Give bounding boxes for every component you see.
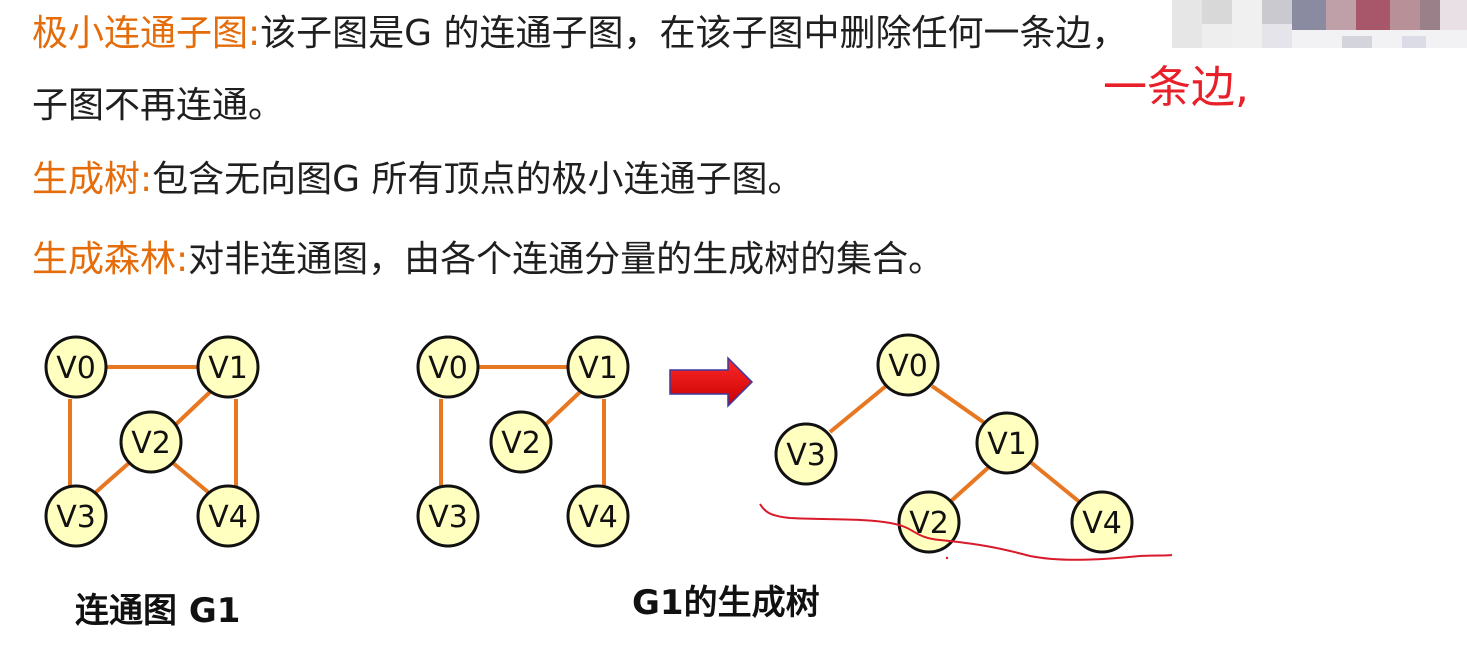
vertex-label: V2	[909, 506, 949, 541]
vertex-v2-icon: V2	[489, 410, 553, 474]
vertex-label: V1	[208, 351, 248, 386]
vertex-v3-icon: V3	[774, 422, 838, 486]
term-label: 生成森林	[32, 239, 177, 280]
handwritten-underline	[759, 503, 1173, 561]
pixelated-overlay	[1172, 0, 1467, 48]
graph3-edges	[828, 384, 1084, 506]
definition-text: 包含无向图G 所有顶点的极小连通子图。	[152, 159, 804, 200]
graph2-vertices: V0 V1 V2 V3 V4	[416, 335, 630, 548]
graph3-vertices: V0 V3 V1 V2 V4	[774, 333, 1134, 554]
edge-v1-v2	[540, 390, 582, 430]
definition-spanning-forest: 生成森林:对非连通图，由各个连通分量的生成树的集合。	[32, 238, 944, 282]
edge-v1-v4	[1026, 458, 1084, 506]
vertex-v3-icon: V3	[416, 484, 480, 548]
term-label: 极小连通子图	[32, 13, 249, 54]
definition-text: 该子图是G 的连通子图，在该子图中删除任何一条边，	[260, 13, 1128, 54]
vertex-v1-icon: V1	[975, 411, 1039, 475]
vertex-label: V2	[501, 426, 541, 461]
vertex-label: V2	[131, 426, 171, 461]
definition-minimal-connected-subgraph: 极小连通子图:该子图是G 的连通子图，在该子图中删除任何一条边，	[32, 12, 1128, 56]
edge-v1-v2	[170, 390, 212, 430]
vertex-label: V4	[1082, 506, 1122, 541]
definition-text: 对非连通图，由各个连通分量的生成树的集合。	[188, 239, 945, 280]
vertex-v4-icon: V4	[196, 484, 260, 548]
vertex-v1-icon: V1	[196, 335, 260, 399]
graph1-vertices: V0 V1 V2 V3 V4	[44, 335, 260, 548]
vertex-v1-icon: V1	[566, 335, 630, 399]
caption-graph1: 连通图 G1	[75, 591, 241, 631]
vertex-label: V3	[786, 438, 826, 473]
vertex-v0-icon: V0	[416, 335, 480, 399]
handwritten-annotation: 一条边,	[1103, 62, 1249, 113]
edge-v1-v2	[948, 464, 992, 504]
definition-spanning-tree: 生成树:包含无向图G 所有顶点的极小连通子图。	[32, 158, 804, 202]
vertex-label: V0	[56, 351, 96, 386]
right-arrow-icon	[669, 356, 754, 408]
vertex-label: V4	[208, 500, 248, 535]
edge-v2-v4	[171, 461, 210, 494]
vertex-label: V0	[428, 351, 468, 386]
vertex-v4-icon: V4	[566, 484, 630, 548]
vertex-label: V1	[987, 427, 1027, 462]
vertex-label: V0	[888, 349, 928, 384]
vertex-label: V3	[56, 500, 96, 535]
vertex-label: V1	[578, 351, 618, 386]
term-separator: :	[176, 239, 189, 280]
term-separator: :	[248, 13, 261, 54]
term-label: 生成树	[32, 159, 141, 200]
vertex-v0-icon: V0	[44, 335, 108, 399]
definition-continuation: 子图不再连通。	[32, 84, 284, 128]
vertex-label: V4	[578, 500, 618, 535]
vertex-v4-icon: V4	[1070, 490, 1134, 554]
definition-text: 子图不再连通。	[32, 85, 285, 126]
vertex-v2-icon: V2	[119, 410, 183, 474]
vertex-v3-icon: V3	[44, 484, 108, 548]
edge-v0-v1	[930, 384, 988, 426]
vertex-v2-icon: V2	[897, 490, 961, 554]
ink-dot	[945, 556, 949, 560]
caption-spanning-tree: G1的生成树	[632, 583, 820, 623]
vertex-label: V3	[428, 500, 468, 535]
edge-v0-v3	[828, 384, 888, 434]
vertex-v0-icon: V0	[876, 333, 940, 397]
term-separator: :	[140, 159, 153, 200]
edge-v2-v3	[94, 461, 131, 494]
